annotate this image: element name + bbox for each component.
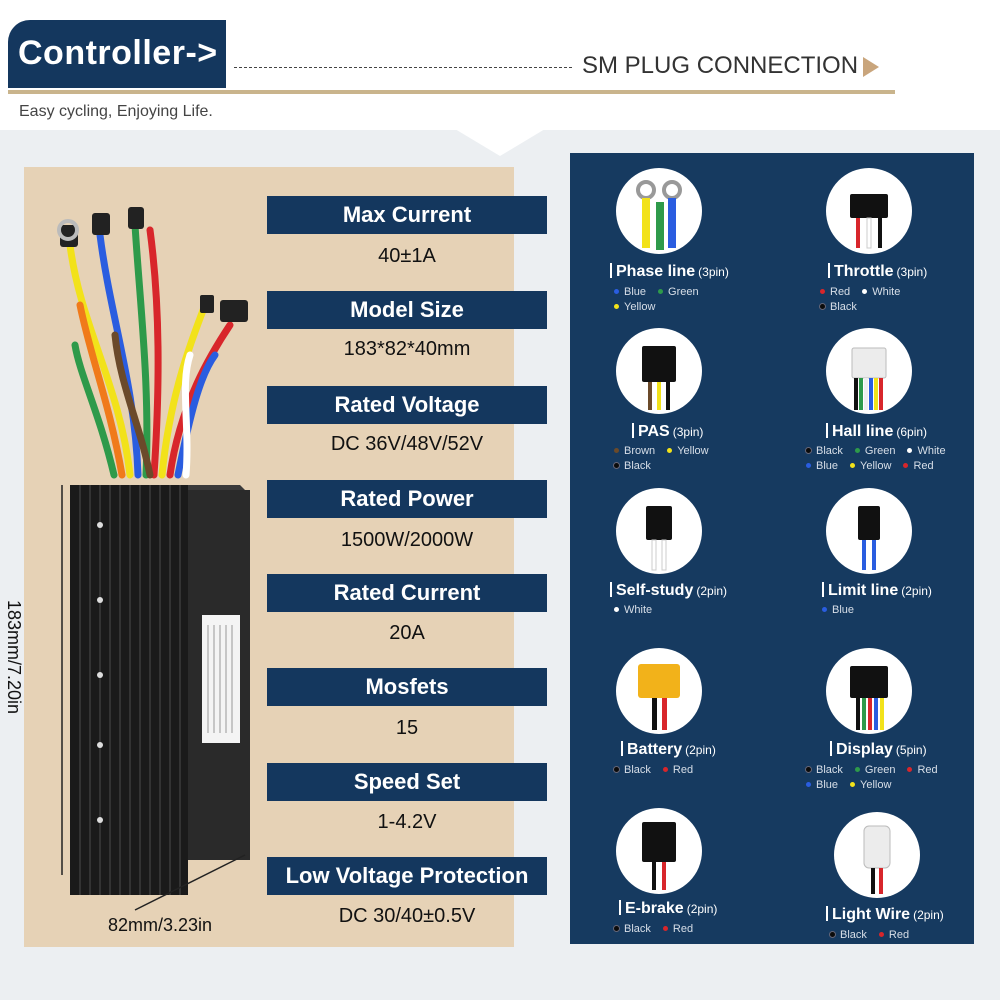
wire-colors: Blue — [822, 603, 866, 618]
connector-name: Display(5pin) — [830, 741, 927, 759]
connector-name: Light Wire(2pin) — [826, 906, 944, 924]
connector-name: Hall line(6pin) — [826, 423, 927, 441]
connector-name: Phase line(3pin) — [610, 263, 729, 281]
connection-title: SM PLUG CONNECTION — [582, 52, 859, 79]
triangle-arrow-icon — [863, 57, 879, 77]
limit-line-connector-icon — [826, 488, 912, 574]
spec-value: 40±1A — [378, 245, 436, 267]
spec-label: Rated Current — [267, 574, 547, 612]
spec-value: 15 — [395, 717, 419, 739]
spec-value: 20A — [389, 622, 425, 644]
connector-name: Self-study(2pin) — [610, 582, 727, 600]
spec-value: 1-4.2V — [377, 811, 437, 833]
wire-colors: White — [614, 603, 664, 618]
width-dimension: 82mm/3.23in — [108, 915, 213, 935]
page-title: Controller-> — [18, 34, 218, 72]
e-brake-connector-icon — [616, 808, 702, 894]
header-underline — [8, 90, 895, 94]
display-connector-icon — [826, 648, 912, 734]
spec-label: Speed Set — [267, 763, 547, 801]
spec-label: Max Current — [267, 196, 547, 234]
connector-name: PAS(3pin) — [632, 423, 703, 441]
height-dimension: 183mm/7.20in — [4, 600, 24, 715]
self-study-connector-icon — [616, 488, 702, 574]
throttle-connector-icon — [826, 168, 912, 254]
spec-label: Rated Voltage — [267, 386, 547, 424]
tagline: Easy cycling, Enjoying Life. — [19, 103, 213, 120]
spec-value: 1500W/2000W — [340, 529, 474, 551]
spec-value: DC 30/40±0.5V — [338, 905, 476, 927]
connector-name: Throttle(3pin) — [828, 263, 927, 281]
connector-name: E-brake(2pin) — [619, 900, 717, 918]
phase-line-connector-icon — [616, 168, 702, 254]
connector-name: Limit line(2pin) — [822, 582, 932, 600]
spec-label: Rated Power — [267, 480, 547, 518]
title-tab: Controller-> — [8, 20, 226, 88]
battery-connector-icon — [616, 648, 702, 734]
connector-name: Battery(2pin) — [621, 741, 716, 759]
dashed-divider — [234, 67, 572, 68]
spec-value: 183*82*40mm — [343, 338, 471, 360]
spec-label: Model Size — [267, 291, 547, 329]
spec-value: DC 36V/48V/52V — [330, 433, 484, 455]
light-wire-connector-icon — [834, 812, 920, 898]
header: Controller-> SM PLUG CONNECTION Easy cyc… — [0, 0, 1000, 130]
pas-connector-icon — [616, 328, 702, 414]
spec-label: Low Voltage Protection — [267, 857, 547, 895]
hall-line-connector-icon — [826, 328, 912, 414]
controller-image — [57, 207, 250, 911]
header-notch — [450, 126, 550, 156]
spec-label: Mosfets — [267, 668, 547, 706]
